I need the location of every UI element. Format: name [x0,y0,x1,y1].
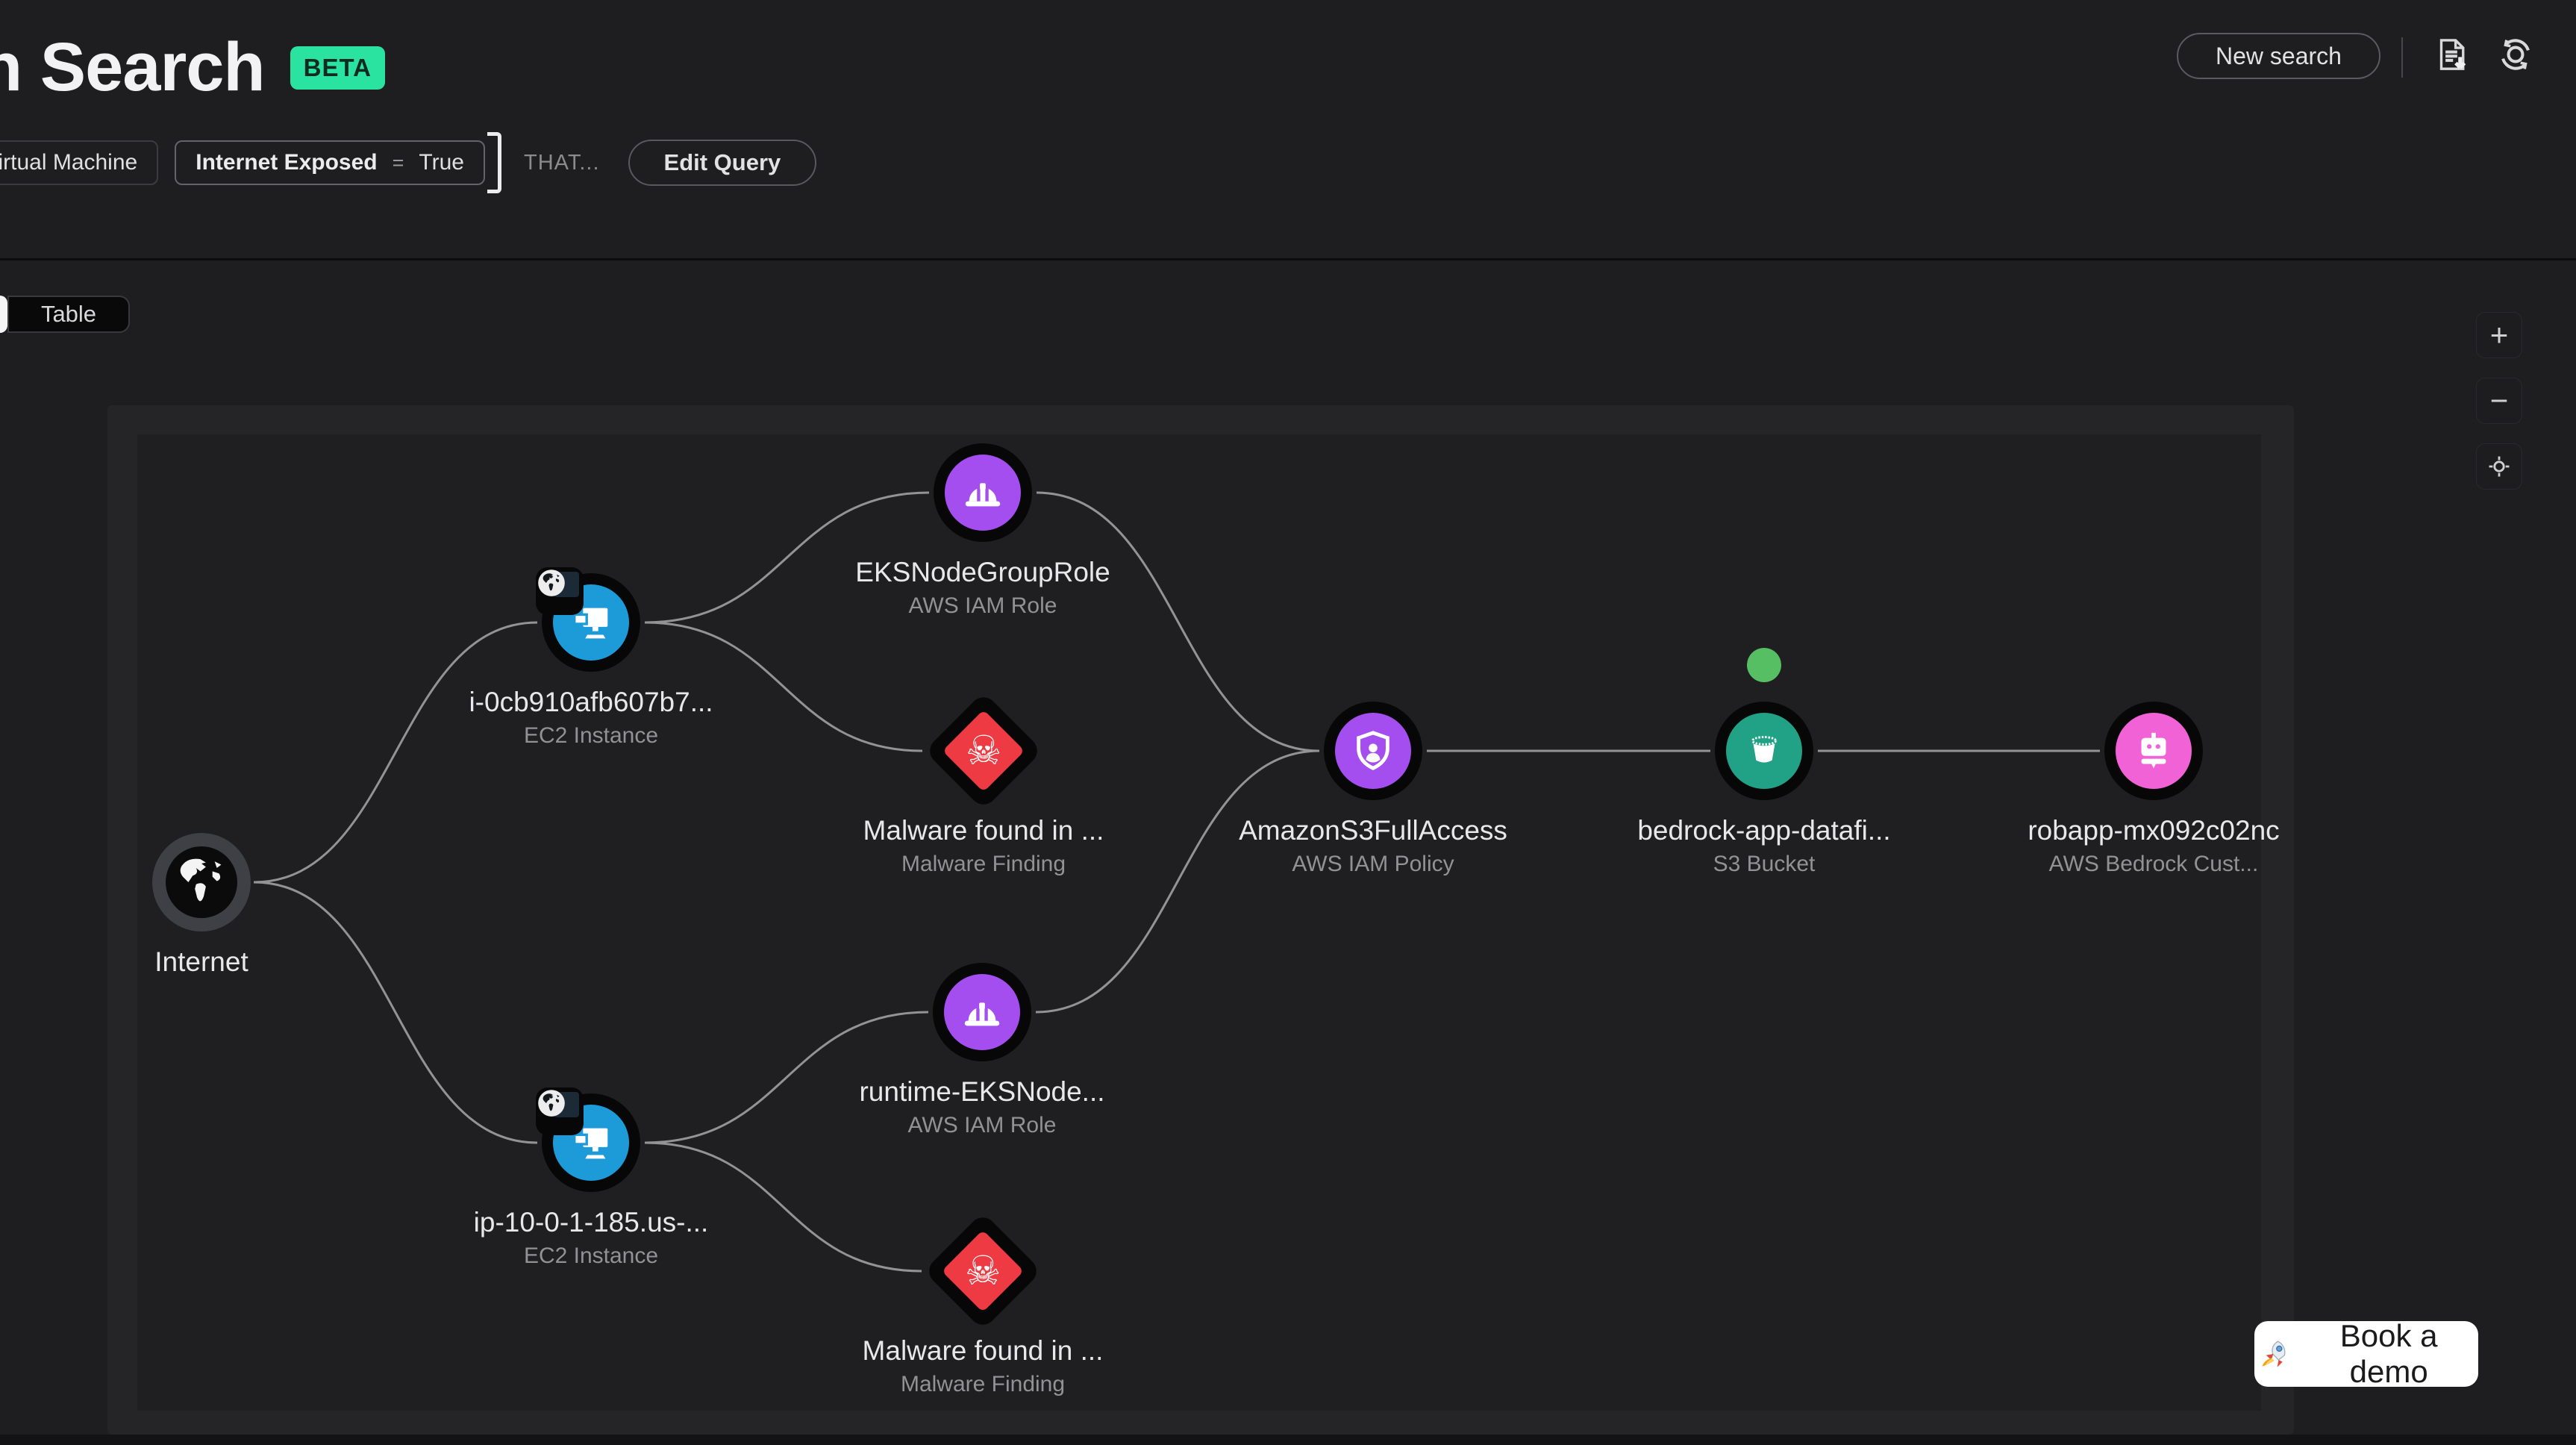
plus-icon: + [2489,317,2509,352]
graph-panel: Internet i-0cb910afb607b7... EC2 Instanc… [107,405,2294,1435]
status-dot [1747,648,1781,682]
graph-edge [644,1141,922,1273]
sync-icon [2501,39,2530,70]
refresh-icon[interactable] [2495,34,2536,75]
graph-edge [253,621,538,884]
graph-edge [644,1011,929,1144]
filter-field: Internet Exposed [196,150,378,175]
query-bar: Virtual Machine Internet Exposed = True … [0,132,817,193]
node-core [945,455,1021,531]
node-ring [934,443,1032,542]
globe-icon [538,569,565,596]
globe-icon [538,1090,565,1117]
node-ring [152,833,251,931]
zoom-in-button[interactable]: + [2476,312,2522,358]
edit-query-button[interactable]: Edit Query [628,140,817,186]
node-core [944,974,1020,1050]
view-toggle-graph-segment[interactable] [0,296,7,333]
view-toggle-table-segment[interactable]: Table [7,296,130,333]
page-title: h Search BETA [0,28,386,107]
document-download-icon [2439,39,2466,70]
query-chip-internet-exposed[interactable]: Internet Exposed = True [175,140,485,185]
node-ring [933,963,1031,1061]
new-search-button[interactable]: New search [2177,33,2380,79]
robot-icon [2141,732,2166,769]
graph-canvas[interactable]: Internet i-0cb910afb607b7... EC2 Instanc… [137,434,2280,1411]
graph-edge [1036,491,1320,752]
shield-user-icon [1357,731,1389,770]
beta-badge: BETA [290,46,386,90]
header-bottom-divider [0,258,2576,260]
graph-edges [253,491,2100,1273]
hard-hat-icon [964,1002,1000,1026]
skull-crossbones-icon: ☠ [964,1246,1001,1294]
zoom-out-button[interactable]: − [2476,378,2522,424]
node-ring [1324,702,1422,800]
book-demo-button[interactable]: Book a demo [2254,1318,2478,1389]
header-divider [2401,37,2403,78]
crosshair-icon [2489,456,2510,477]
hard-hat-icon [965,483,1001,507]
query-chip-asset-type[interactable]: Virtual Machine [0,140,159,185]
filter-operator: = [392,151,404,174]
book-demo-label: Book a demo [2339,1318,2438,1389]
filter-value: True [419,150,464,175]
bottom-edge-strip [0,1435,2576,1445]
graph-edge [644,621,923,752]
page-title-text: h Search [0,29,266,105]
compute-instance-icon [573,1128,608,1159]
node-core [1726,713,1802,789]
globe-icon [168,849,235,916]
node-core [166,846,237,918]
graph-edge [644,491,930,624]
rocket-icon [2262,1341,2286,1367]
query-cursor-bracket [487,132,501,193]
internet-exposed-badge [536,1087,584,1135]
compute-instance-icon [573,608,608,639]
bucket-icon [1751,736,1777,763]
query-that-keyword: THAT... [523,150,600,175]
node-ring [1715,702,1813,800]
node-core [1335,713,1411,789]
skull-crossbones-icon: ☠ [965,726,1002,774]
graph-edge [1035,749,1320,1014]
export-report-icon[interactable] [2431,34,2472,75]
query-chip-label: Virtual Machine [0,150,138,175]
minus-icon: − [2489,383,2509,418]
graph-edge [253,881,538,1144]
center-view-button[interactable] [2476,443,2522,490]
node-core [2116,713,2192,789]
node-ring [2104,702,2203,800]
internet-exposed-badge [536,567,584,615]
